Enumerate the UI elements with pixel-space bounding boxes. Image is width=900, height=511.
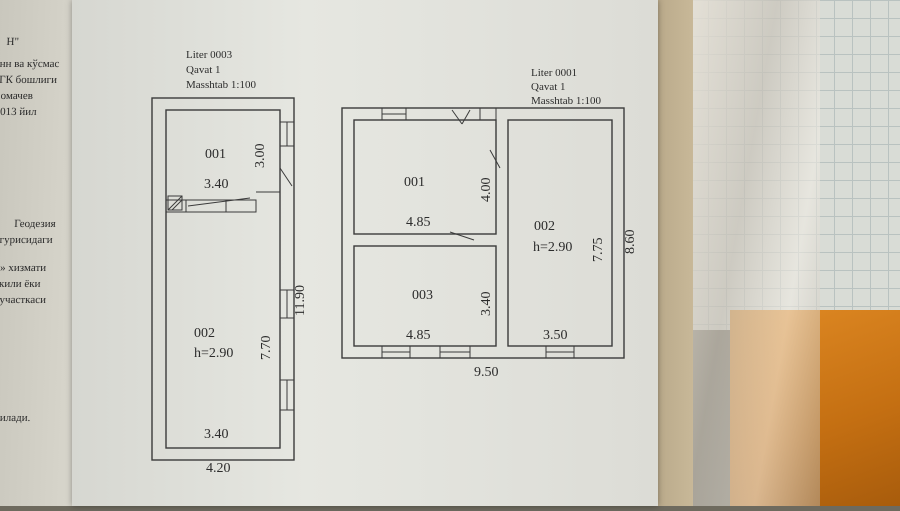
plan-a-partition	[165, 199, 257, 213]
plan-b-door-leaf	[489, 149, 501, 169]
plan-b-room-002-height: h=2.90	[533, 240, 572, 255]
plan-b-floor: Qavat 1	[531, 81, 566, 93]
cardboard-edge	[655, 0, 693, 506]
plan-b-room-002-depth: 7.75	[591, 238, 606, 263]
plan-a-total-length: 11.90	[293, 285, 308, 316]
plan-b-outer-wall	[341, 107, 625, 359]
plan-b-room-003-depth: 3.40	[479, 292, 494, 317]
plan-a-room-001-width: 3.40	[204, 177, 229, 192]
bg-text-line: нн ва кўсмас	[0, 58, 60, 70]
plan-b-liter: Liter 0001	[531, 67, 577, 79]
plan-a-room-001-name: 001	[205, 147, 226, 162]
bg-text-line: р» хизмати	[0, 262, 47, 274]
plan-b-room-003	[353, 245, 497, 347]
plan-a-room-002-depth: 7.70	[259, 336, 274, 361]
plan-a-corner-box	[167, 195, 183, 211]
plan-b-room-003-width: 4.85	[406, 328, 431, 343]
plan-b-door-leaf	[461, 109, 471, 125]
plan-b-door-leaf	[451, 109, 463, 125]
bg-text-line: Геодезия	[13, 218, 56, 230]
plan-a-outer-wall	[151, 97, 295, 461]
floor-plan-drawing: Liter 0003 Qavat 1 Masshtab 1:100	[151, 49, 638, 476]
plan-a: Liter 0003 Qavat 1 Masshtab 1:100	[151, 49, 308, 476]
bg-text-line: ГК бошлиги	[0, 74, 58, 86]
plan-b-room-001-width: 4.85	[406, 215, 431, 230]
plan-a-entry-door	[279, 167, 293, 187]
plan-a-room-002-name: 002	[194, 326, 215, 341]
plan-a-total-width: 4.20	[206, 461, 231, 476]
plan-a-room-002-height: h=2.90	[194, 346, 233, 361]
plan-b-room-003-name: 003	[412, 288, 433, 303]
bg-text-line: Н"	[6, 36, 20, 48]
bg-text-line: акили ёки	[0, 278, 41, 290]
bg-text-line: омачев	[0, 90, 34, 102]
plan-b-room-001-name: 001	[404, 175, 425, 190]
plan-b-total-depth: 8.60	[623, 230, 638, 255]
plan-a-room-002-width: 3.40	[204, 427, 229, 442]
plan-b-window	[479, 107, 497, 121]
plan-b-room-002	[507, 119, 613, 347]
plan-a-door-leaf	[187, 197, 251, 207]
plan-b-scale: Masshtab 1:100	[531, 95, 601, 107]
plan-a-corner-hatch	[171, 199, 183, 211]
plan-b-room-002-width: 3.50	[543, 328, 568, 343]
plan-b-room-002-name: 002	[534, 219, 555, 234]
plan-b-door-leaf	[449, 231, 475, 241]
floor-plan-page: Liter 0003 Qavat 1 Masshtab 1:100	[72, 0, 658, 506]
plan-b-total-length: 9.50	[474, 365, 499, 380]
plan-b-room-001	[353, 119, 497, 235]
plan-a-liter: Liter 0003	[186, 49, 233, 61]
plastic-sleeve	[690, 0, 820, 506]
plan-b: Liter 0001 Qavat 1 Masshtab 1:100	[341, 67, 638, 380]
bg-text-line: з килади.	[0, 412, 31, 424]
plan-a-floor: Qavat 1	[186, 64, 221, 76]
bg-text-line: 013 йил	[0, 106, 37, 118]
plan-b-room-001-depth: 4.00	[479, 178, 494, 203]
bg-text-line: участкаси	[0, 294, 47, 306]
plan-a-corner-hatch	[167, 195, 183, 211]
bg-text-line: гурисидаги	[0, 234, 53, 246]
plan-a-room-001-depth: 3.00	[253, 144, 268, 169]
plan-a-inner-wall	[165, 109, 281, 449]
plan-a-scale: Masshtab 1:100	[186, 79, 256, 91]
